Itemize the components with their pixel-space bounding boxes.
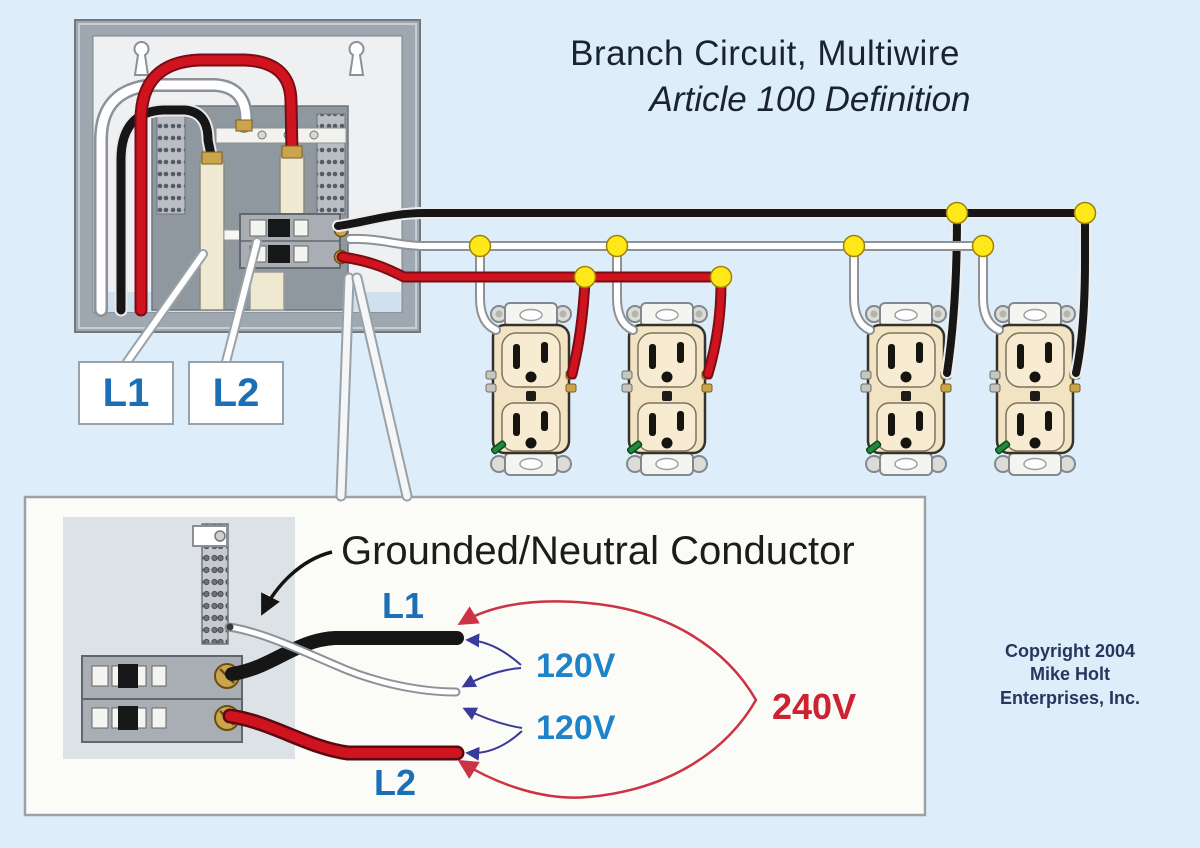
voltage-label-240v: 240V bbox=[772, 686, 857, 727]
copyright-line-2: Mike Holt bbox=[1029, 664, 1110, 685]
inset-red-wire bbox=[222, 708, 465, 761]
copyright-line-1: Copyright 2004 bbox=[1004, 641, 1136, 661]
magnify-callout-lines bbox=[335, 272, 413, 502]
panel-feeder-wires bbox=[94, 53, 299, 317]
inset-label-l1: L1 bbox=[382, 585, 425, 626]
copyright-notice: Copyright 2004 Mike Holt Enterprises, In… bbox=[1000, 640, 1140, 710]
keyhole bbox=[133, 41, 365, 76]
brace-240v bbox=[457, 600, 758, 799]
page-title: Branch Circuit, Multiwire bbox=[570, 34, 960, 73]
neutral-bar bbox=[192, 523, 229, 645]
copyright-line-3: Enterprises, Inc. bbox=[999, 687, 1141, 708]
grounded-neutral-label: Grounded/Neutral Conductor bbox=[341, 529, 855, 573]
connection-dots bbox=[468, 201, 1097, 289]
page-subtitle: Article 100 Definition bbox=[649, 80, 971, 119]
inset-label-l2: L2 bbox=[374, 762, 417, 803]
voltage-label-120v-top: 120V bbox=[536, 647, 616, 685]
label-leader-lines bbox=[122, 237, 262, 367]
label-l1: L1 bbox=[102, 370, 150, 415]
inset-detail-box bbox=[23, 495, 927, 817]
inset-white-neutral-wire bbox=[224, 622, 461, 697]
label-box-l2: L2 bbox=[188, 361, 284, 425]
voltage-label-120v-bottom: 120V bbox=[536, 709, 616, 747]
arrows-120v bbox=[461, 633, 523, 761]
inset-black-wire bbox=[225, 631, 464, 681]
label-box-l1: L1 bbox=[78, 361, 174, 425]
white-neutral-run bbox=[345, 233, 1004, 335]
grounded-label-arrow bbox=[261, 550, 333, 616]
two-pole-breaker bbox=[81, 655, 243, 743]
label-l2: L2 bbox=[212, 370, 260, 415]
